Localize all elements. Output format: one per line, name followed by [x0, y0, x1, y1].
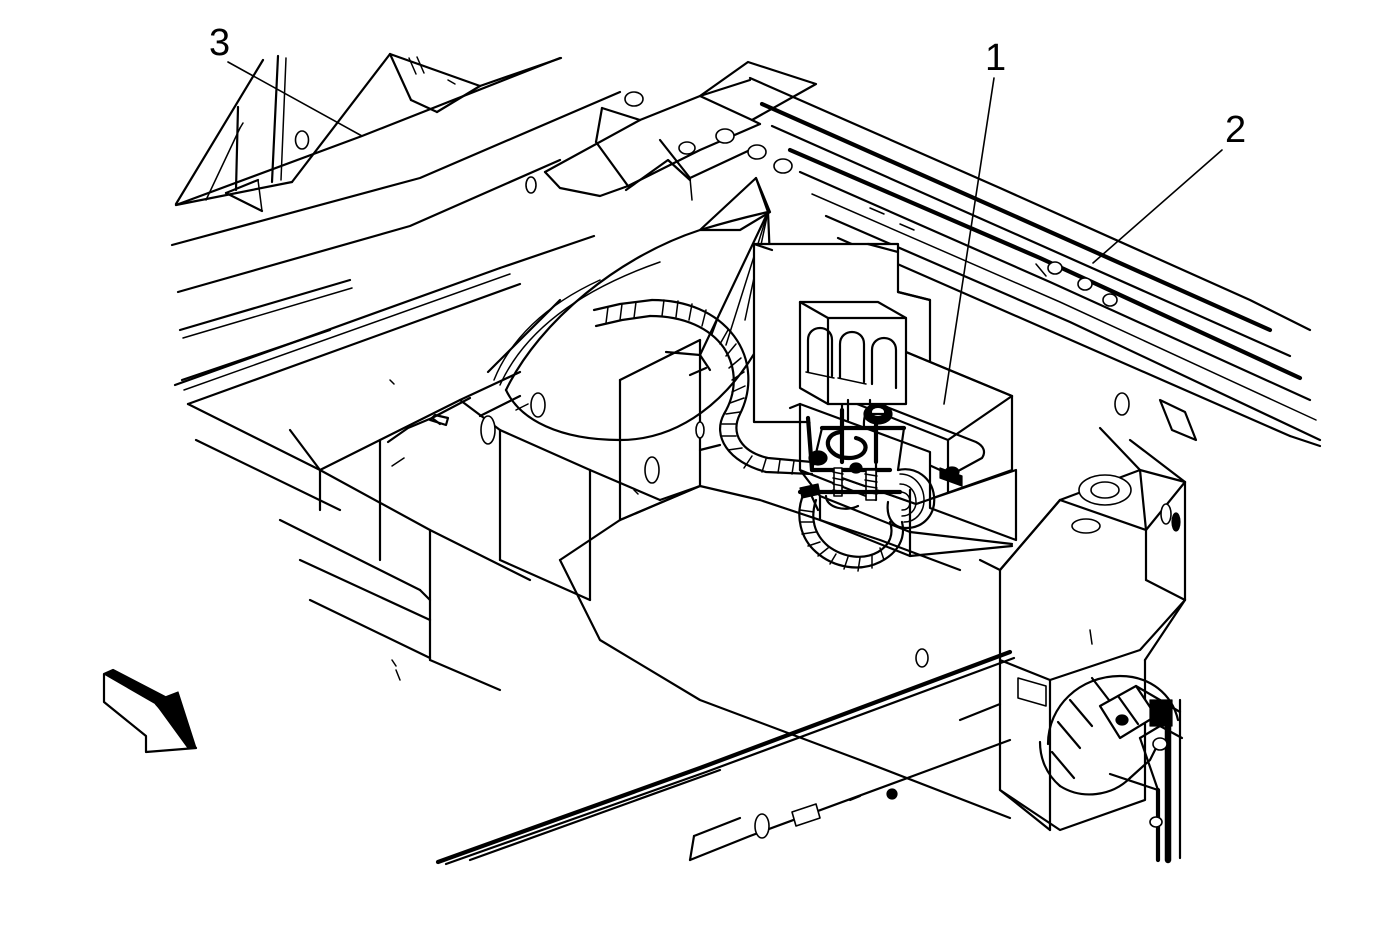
terminal-boot — [886, 468, 936, 530]
battery-junction-box[interactable] — [752, 242, 1018, 558]
callout-leaders — [227, 61, 1223, 405]
callout-label-1: 1 — [985, 37, 1006, 79]
leader-line-1 — [943, 77, 995, 405]
callout-label-3: 3 — [209, 22, 230, 64]
battery-tray-shelf — [558, 338, 1012, 820]
right-hood-panel-lines — [748, 76, 1322, 448]
center-fin-shapes — [624, 60, 818, 232]
right-vertical-rail — [1108, 698, 1182, 864]
panel-hole-upper-left — [294, 130, 310, 150]
coolant-hose — [1038, 674, 1184, 796]
wire-harness-conduit — [592, 298, 905, 572]
upper-left-panel-group — [174, 52, 563, 213]
direction-arrow — [102, 668, 198, 754]
cowl-air-duct — [486, 210, 772, 442]
lower-left-panel-lines — [194, 438, 432, 660]
hood-fender-edge-group — [170, 56, 622, 406]
inner-fender-apron — [186, 370, 662, 692]
callout-label-2: 2 — [1225, 109, 1246, 151]
radiator-support-panel — [978, 426, 1187, 832]
frame-rail — [435, 648, 1052, 866]
leader-line-3 — [227, 61, 363, 137]
positive-terminal-connector[interactable] — [797, 403, 963, 510]
leader-line-2 — [1092, 149, 1223, 264]
callout-labels: 1 2 3 — [209, 22, 1246, 151]
upper-tie-bar-group — [525, 78, 793, 201]
